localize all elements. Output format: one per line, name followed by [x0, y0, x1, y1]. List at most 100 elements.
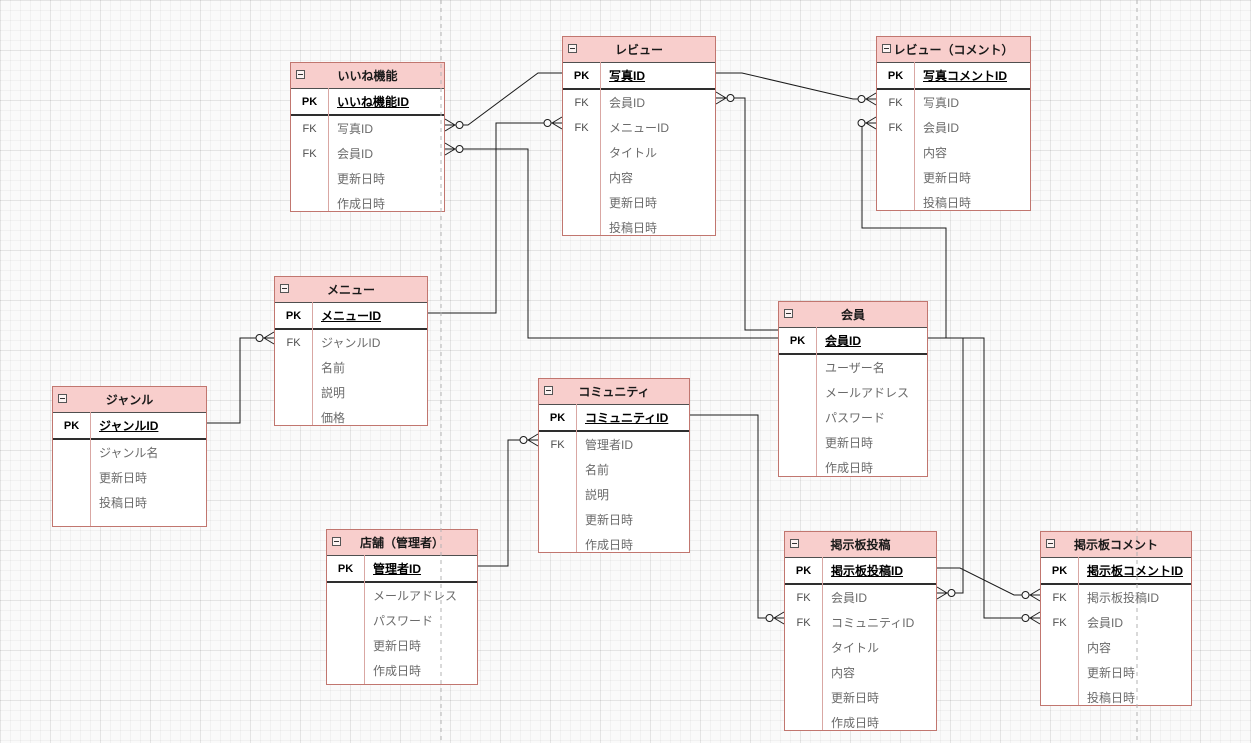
table-row[interactable]: 投稿日時 [563, 215, 715, 240]
table-header[interactable]: ジャンル [53, 387, 206, 413]
table-row[interactable]: 作成日時 [785, 710, 936, 735]
table-row[interactable]: 投稿日時 [1041, 685, 1191, 710]
collapse-minus-icon[interactable] [784, 309, 793, 318]
table-row[interactable]: 価格 [275, 405, 427, 430]
table-row[interactable]: 内容 [785, 660, 936, 685]
collapse-minus-icon[interactable] [1046, 539, 1055, 548]
table-row[interactable]: 更新日時 [779, 430, 927, 455]
table-row[interactable]: パスワード [327, 608, 477, 633]
table-row[interactable]: 更新日時 [327, 633, 477, 658]
table-row[interactable]: 内容 [563, 165, 715, 190]
table-row[interactable]: 作成日時 [539, 532, 689, 557]
collapse-minus-icon[interactable] [332, 537, 341, 546]
collapse-minus-icon[interactable] [58, 394, 67, 403]
table-row[interactable]: 更新日時 [53, 465, 206, 490]
table-row[interactable]: 内容 [877, 140, 1030, 165]
table-row[interactable]: 更新日時 [785, 685, 936, 710]
table-title: 会員 [840, 308, 865, 322]
table-row[interactable]: 説明 [275, 380, 427, 405]
table-row[interactable]: 投稿日時 [53, 490, 206, 515]
table-header[interactable]: 掲示板コメント [1041, 532, 1191, 558]
table-row[interactable]: 説明 [539, 482, 689, 507]
relationship-line[interactable] [445, 148, 778, 339]
crowfoot-zero-or-many-marker [715, 91, 735, 105]
table-header[interactable]: メニュー [275, 277, 427, 303]
key-type-label [779, 380, 816, 405]
table-row[interactable]: 作成日時 [291, 191, 444, 216]
collapse-minus-icon[interactable] [296, 70, 305, 79]
collapse-minus-icon[interactable] [544, 386, 553, 395]
table-row[interactable]: メールアドレス [327, 583, 477, 608]
key-column-divider [364, 555, 365, 684]
table-header[interactable]: いいね機能 [291, 63, 444, 89]
relationship-line[interactable] [428, 122, 562, 314]
table-row[interactable]: パスワード [779, 405, 927, 430]
table-row[interactable]: 作成日時 [779, 455, 927, 480]
table-header[interactable]: 掲示板投稿 [785, 532, 936, 558]
table-row[interactable]: 更新日時 [1041, 660, 1191, 685]
table-row[interactable]: 更新日時 [539, 507, 689, 532]
table-row[interactable]: 更新日時 [563, 190, 715, 215]
relationship-line[interactable] [928, 337, 1040, 619]
table-header[interactable]: コミュニティ [539, 379, 689, 405]
table-row[interactable]: 更新日時 [877, 165, 1030, 190]
table-title: ジャンル [105, 393, 154, 407]
field-name: 名前 [585, 463, 610, 477]
table-header[interactable]: 会員 [779, 302, 927, 328]
table-row[interactable]: タイトル [563, 140, 715, 165]
table-row[interactable]: 内容 [1041, 635, 1191, 660]
key-type-label: PK [789, 334, 806, 347]
table-row[interactable]: メールアドレス [779, 380, 927, 405]
table-header[interactable]: レビュー [563, 37, 715, 63]
table-row[interactable]: 更新日時 [291, 166, 444, 191]
table-header[interactable]: レビュー（コメント） [877, 37, 1030, 63]
table-row[interactable]: 作成日時 [327, 658, 477, 683]
collapse-minus-icon[interactable] [280, 284, 289, 293]
table-row[interactable]: タイトル [785, 635, 936, 660]
collapse-minus-icon[interactable] [568, 44, 577, 53]
table-row[interactable]: ジャンル名 [53, 440, 206, 465]
table-row[interactable]: ユーザー名 [779, 355, 927, 380]
table-row[interactable]: 名前 [539, 457, 689, 482]
table-header[interactable]: 店舗（管理者） [327, 530, 477, 556]
collapse-minus-icon[interactable] [790, 539, 799, 548]
table-row[interactable]: 名前 [275, 355, 427, 380]
collapse-minus-icon[interactable] [882, 44, 891, 53]
key-type-label: FK [796, 591, 811, 604]
key-type-label [779, 405, 816, 430]
table-row[interactable]: 投稿日時 [877, 190, 1030, 215]
